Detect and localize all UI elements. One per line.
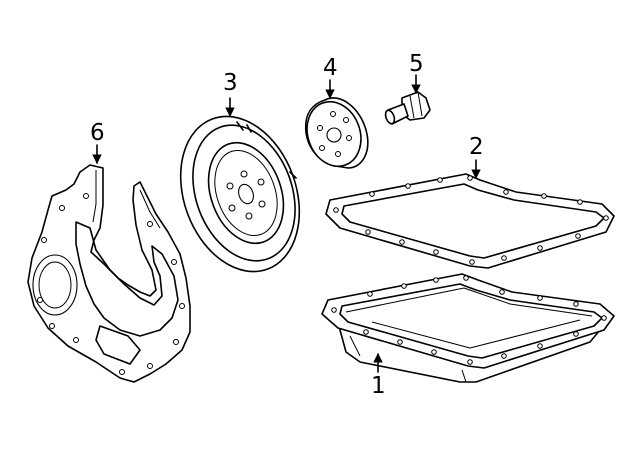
callout-1: 1 [371, 373, 386, 399]
flywheel [179, 115, 301, 273]
callout-2: 2 [469, 134, 484, 160]
callout-labels: 1 2 3 4 5 6 [90, 51, 484, 399]
pan-gasket [325, 173, 615, 269]
adapter-plate [27, 164, 191, 383]
oil-pan [321, 273, 615, 383]
pan-bolt-holes [331, 275, 607, 365]
spacer [304, 97, 369, 169]
bolt [384, 91, 431, 125]
callout-3: 3 [223, 70, 238, 96]
callout-5: 5 [409, 51, 424, 77]
callout-6: 6 [90, 120, 105, 146]
callout-4: 4 [323, 55, 338, 81]
gasket-bolt-holes [333, 175, 609, 265]
leader-lines [92, 74, 481, 373]
